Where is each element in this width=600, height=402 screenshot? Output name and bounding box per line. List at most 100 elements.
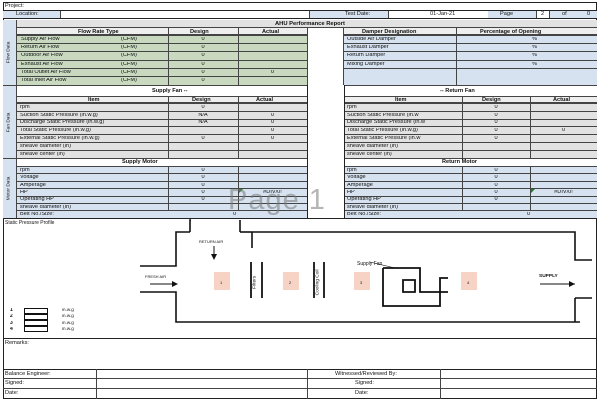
supply-fan-row-design[interactable]: 0 xyxy=(201,104,205,110)
return-motor-row-design[interactable]: 0 xyxy=(494,175,498,181)
profile-title: Static Pressure Profile xyxy=(5,220,55,226)
center-divider xyxy=(307,85,308,218)
supply-motor-row-design[interactable]: 0 xyxy=(201,190,205,195)
flow-row-name: Return Air Flow xyxy=(21,45,60,51)
supply-fan-row-actual[interactable]: 0 xyxy=(270,136,275,141)
return-fan-row-name: Discharge Static Pressure (in.w xyxy=(347,120,426,126)
legend-value-field[interactable] xyxy=(24,307,48,314)
return-motor-row xyxy=(344,173,597,180)
flow-row xyxy=(17,67,307,76)
supply-fan-row-design[interactable]: N/A xyxy=(198,120,208,126)
damper-row-unit[interactable]: % xyxy=(532,45,537,51)
flow-row-design[interactable]: 0 xyxy=(201,45,205,51)
return-air-label: RETURN AIR xyxy=(199,239,224,244)
remarks-top-border xyxy=(3,338,597,339)
legend-value-field[interactable] xyxy=(24,320,48,327)
return-motor-title: Return Motor xyxy=(442,159,478,165)
supply-motor-row-actual[interactable]: #DIV/0! xyxy=(263,190,282,195)
supply-fan-title: Supply Fan -- xyxy=(152,87,188,94)
supply-fan-title-bar xyxy=(17,85,307,96)
return-motor-row-design[interactable]: 0 xyxy=(494,182,498,188)
legend-value-field[interactable] xyxy=(24,326,48,333)
return-fan-row-name: sheave center (in) xyxy=(347,151,392,157)
return-fan-row-actual[interactable]: 0 xyxy=(561,128,566,134)
return-motor-table xyxy=(344,166,597,218)
return-motor-row xyxy=(344,188,597,195)
damper-header-row xyxy=(344,28,597,35)
flow-row-design[interactable]: 0 xyxy=(201,69,205,75)
return-motor-row-name: Operating HP xyxy=(347,197,381,203)
supply-fan-row xyxy=(17,149,307,158)
legend-unit: in.w.g xyxy=(62,320,74,325)
right-signed-field[interactable] xyxy=(441,379,596,387)
flow-divider-2 xyxy=(238,28,239,85)
return-belt-value[interactable]: 0 xyxy=(527,212,531,218)
location-field[interactable] xyxy=(60,11,310,18)
supply-motor-row-design[interactable]: 0 xyxy=(201,175,205,181)
damper-row xyxy=(344,51,597,59)
return-motor-row-design[interactable]: 0 xyxy=(494,197,498,203)
test-date-field[interactable] xyxy=(388,11,488,18)
supply-fan-row-name: rpm xyxy=(20,104,30,110)
pressure-point-label-3: 3 xyxy=(360,280,363,285)
return-motor-row-actual[interactable]: #DIV/0! xyxy=(554,190,573,195)
return-fan-row-design[interactable]: 0 xyxy=(494,104,498,110)
legend-number: 1 xyxy=(10,308,13,313)
supply-fan-row-name: Total Static Pressure (in.w.g) xyxy=(20,128,91,134)
supply-fan-row-name: sheave center (in) xyxy=(20,151,65,157)
damper-row-name: Outside Air Damper xyxy=(347,37,396,42)
return-motor-row xyxy=(344,180,597,188)
damper-row-unit[interactable]: % xyxy=(532,61,537,67)
supply-fan-label: Supply Fan xyxy=(357,261,383,267)
flow-row-design[interactable]: 0 xyxy=(201,53,205,59)
damper-row-unit[interactable]: % xyxy=(532,53,537,59)
flow-row xyxy=(17,76,307,84)
left-signed-label: Signed: xyxy=(5,380,24,386)
return-belt-label: Belt No./Size: xyxy=(347,212,381,218)
flow-row-design[interactable]: 0 xyxy=(201,78,205,83)
right-date-field[interactable] xyxy=(441,389,596,397)
left-signed-field[interactable] xyxy=(97,379,306,387)
remarks-field[interactable] xyxy=(3,347,597,369)
supply-motor-row-design[interactable]: 0 xyxy=(201,167,205,173)
flow-row-name: Total Outlet Air Flow xyxy=(21,69,71,75)
return-fan-row xyxy=(344,149,597,158)
supply-fan-row-actual[interactable]: 0 xyxy=(270,120,275,126)
supply-fan-row-actual[interactable]: 0 xyxy=(270,112,275,118)
return-motor-row-name: sheave diameter (in) xyxy=(347,204,398,210)
supply-fan-row-design[interactable]: 0 xyxy=(201,136,205,141)
supply-fan-row-design[interactable]: N/A xyxy=(198,112,208,118)
return-fan-row-design[interactable]: 0 xyxy=(494,120,498,126)
page-number-field[interactable] xyxy=(536,11,550,18)
witnessed-field[interactable] xyxy=(441,370,596,378)
return-fan-row xyxy=(344,103,597,111)
flow-row-design[interactable]: 0 xyxy=(201,61,205,67)
return-fan-row-design[interactable]: 0 xyxy=(494,128,498,134)
supply-motor-row-design[interactable]: 0 xyxy=(201,197,205,203)
return-motor-row-design[interactable]: 0 xyxy=(494,190,498,195)
legend-number: 3 xyxy=(10,320,13,326)
supply-fan-col-actual: Actual xyxy=(256,96,274,103)
return-fan-col-design: Design xyxy=(482,96,501,103)
supply-motor-row xyxy=(17,166,307,173)
left-date-field[interactable] xyxy=(97,389,306,397)
motor-side-label: Motor Data xyxy=(6,176,12,201)
balance-engineer-field[interactable] xyxy=(97,370,306,378)
return-fan-row-design[interactable]: 0 xyxy=(494,112,498,118)
flow-row-actual[interactable]: 0 xyxy=(270,69,275,75)
supply-belt-value[interactable]: 0 xyxy=(233,212,237,218)
damper-row-unit[interactable]: % xyxy=(532,37,537,42)
supply-motor-row-design[interactable]: 0 xyxy=(201,182,205,188)
return-motor-row-design[interactable]: 0 xyxy=(494,167,498,173)
flow-table xyxy=(17,28,307,85)
flow-row-name: Supply Air Flow xyxy=(21,37,60,42)
return-motor-title-bar xyxy=(344,158,597,166)
flow-row-design[interactable]: 0 xyxy=(201,37,205,42)
supply-fan-row xyxy=(17,134,307,142)
pressure-point-label-4: 4 xyxy=(467,280,470,285)
supply-fan-row-actual[interactable]: 0 xyxy=(270,128,275,134)
legend-value-field[interactable] xyxy=(24,313,48,320)
flow-col-design: Design xyxy=(190,28,209,35)
damper-row-name: Return Damper xyxy=(347,53,386,59)
return-fan-row-design[interactable]: 0 xyxy=(494,136,498,141)
